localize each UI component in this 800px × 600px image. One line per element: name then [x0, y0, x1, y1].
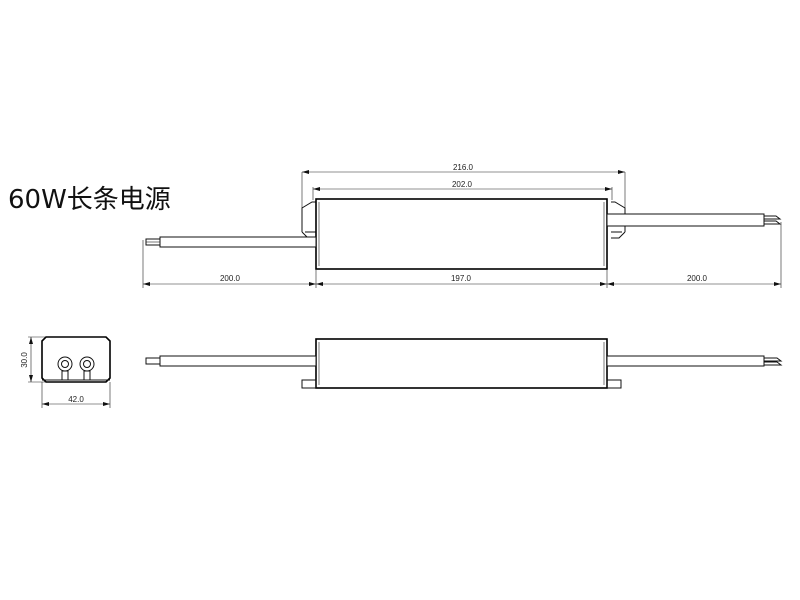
input-wire-left: [145, 236, 317, 248]
dimension-mount-spacing-label: 197.0: [451, 274, 472, 283]
dimension-width-label: 42.0: [68, 395, 84, 404]
dimension-height-label: 30.0: [20, 352, 29, 368]
dimension-left-wire-label: 200.0: [220, 274, 241, 283]
power-supply-body-side: [315, 338, 608, 389]
power-supply-body-top: [315, 198, 608, 270]
terminal-left: [57, 356, 73, 381]
output-wire-right: [606, 213, 782, 227]
end-view: 30.0 42.0: [20, 336, 111, 408]
drawing-title: 60W长条电源: [8, 185, 171, 215]
terminal-right: [79, 356, 95, 381]
side-view: [145, 338, 783, 389]
dimension-overall-label: 216.0: [453, 163, 474, 172]
dimension-overall: 216.0: [301, 163, 626, 220]
dimension-chain-bottom: 200.0 197.0 200.0: [142, 222, 782, 288]
dimension-body-label: 202.0: [452, 180, 473, 189]
mounting-foot-right: [606, 379, 622, 389]
dimension-body: 202.0: [312, 180, 613, 200]
end-view-outline: [41, 336, 111, 383]
mounting-bracket-left: [301, 201, 316, 239]
dimension-width: 42.0: [41, 382, 111, 408]
dimension-height: 30.0: [20, 336, 46, 383]
dimension-right-wire-label: 200.0: [687, 274, 708, 283]
mounting-foot-left: [301, 379, 317, 389]
side-wire-left: [145, 355, 317, 367]
top-view: 216.0 202.0: [142, 163, 782, 288]
side-wire-right: [606, 355, 783, 367]
